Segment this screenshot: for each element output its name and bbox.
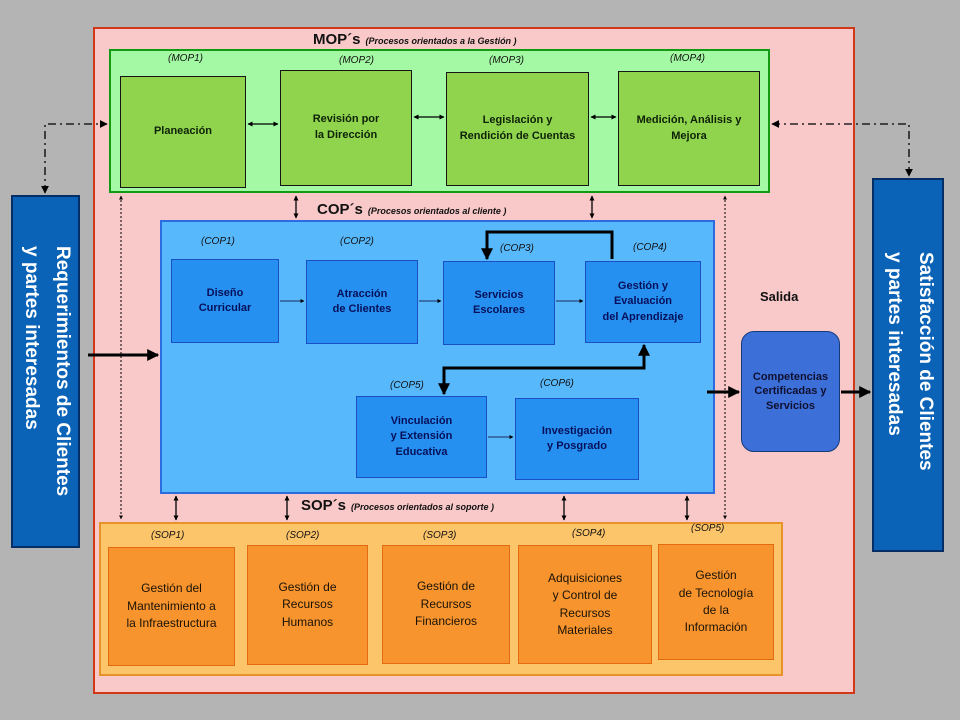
mop-box-legislacion: Legislación y Rendición de Cuentas [446,72,589,186]
mop4-id: (MOP4) [670,53,705,64]
cop-box-vinculacion: Vinculación y Extensión Educativa [356,396,487,478]
cop-box-atraccion-clientes: Atracción de Clientes [306,260,418,344]
satisfaction-bar [872,178,944,552]
sop-subtitle: (Procesos orientados al soporte ) [351,502,495,512]
mop-subtitle: (Procesos orientados a la Gestión ) [365,36,517,46]
mop-box-revision-direccion: Revisión por la Dirección [280,70,412,186]
sop-title: SOP´s [301,497,347,514]
sop5-id: (SOP5) [691,523,725,534]
cop5-id: (COP5) [390,380,424,391]
mop1-id: (MOP1) [168,53,203,64]
cop-header: COP´s (Procesos orientados al cliente ) [317,201,506,218]
output-box: Competencias Certificadas y Servicios [741,331,840,452]
requirements-text: Requerimientos de Clientes y partes inte… [21,246,73,497]
mop-header: MOP´s (Procesos orientados a la Gestión … [313,31,517,48]
cop-box-investigacion-posgrado: Investigación y Posgrado [515,398,639,480]
sop4-id: (SOP4) [572,528,606,539]
sop-box-mantenimiento: Gestión del Mantenimiento a la Infraestr… [108,547,235,666]
mop3-id: (MOP3) [489,55,524,66]
cop-box-diseno-curricular: Diseño Curricular [171,259,279,343]
mop2-id: (MOP2) [339,55,374,66]
cop-box-gestion-aprendizaje: Gestión y Evaluación del Aprendizaje [585,261,701,343]
cop2-id: (COP2) [340,236,374,247]
sop-box-tecnologia-informacion: Gestión de Tecnología de la Información [658,544,774,660]
sop1-id: (SOP1) [151,530,185,541]
mop-box-medicion: Medición, Análisis y Mejora [618,71,760,186]
cop4-cop5-loop [438,343,650,396]
cop-title: COP´s [317,201,363,218]
sop2-id: (SOP2) [286,530,320,541]
mop-box-planeacion: Planeación [120,76,246,188]
cop-subtitle: (Procesos orientados al cliente ) [367,206,507,216]
satisfaction-text: Satisfacción de Clientes y partes intere… [884,252,936,471]
sop3-id: (SOP3) [423,530,457,541]
sop-box-recursos-humanos: Gestión de Recursos Humanos [247,545,368,665]
sop-box-adquisiciones: Adquisiciones y Control de Recursos Mate… [518,545,652,664]
cop4-id: (COP4) [633,242,667,253]
requirements-bar [11,195,80,548]
satisfaction-feedback-line [771,120,913,177]
cop4-cop3-loop [481,230,614,261]
sop-header: SOP´s (Procesos orientados al soporte ) [301,497,494,514]
cop-box-servicios-escolares: Servicios Escolares [443,261,555,345]
cop1-id: (COP1) [201,236,235,247]
requirements-feedback-line [41,120,108,194]
sop-box-recursos-financieros: Gestión de Recursos Financieros [382,545,510,664]
cop3-id: (COP3) [500,243,534,254]
salida-label: Salida [760,289,799,304]
mop-title: MOP´s [313,31,361,48]
